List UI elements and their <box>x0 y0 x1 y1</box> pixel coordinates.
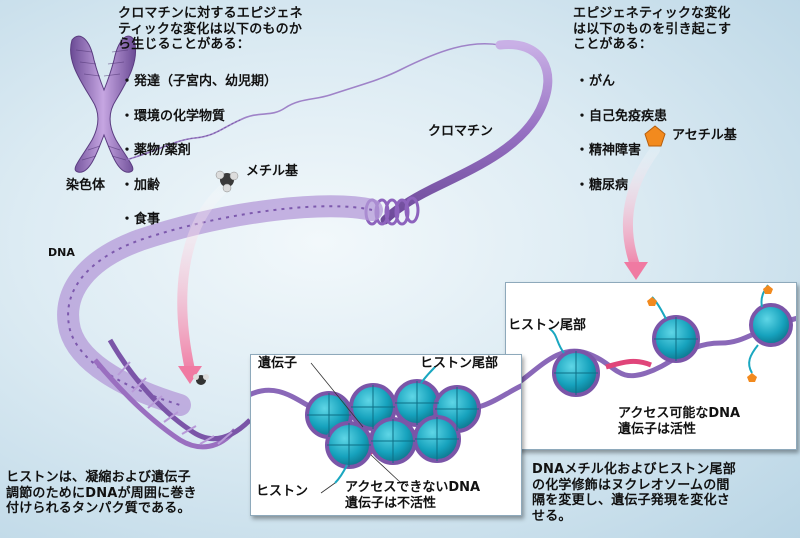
methyl-on-dna-icon <box>193 374 209 385</box>
causes-list: ・発達（子宮内、幼児期） ・環境の化学物質 ・薬物/薬剤 ・加齢 ・食事 <box>120 55 277 247</box>
inaccessible-gene-label: アクセスできないDNA 遺伝子は不活性 <box>345 480 481 511</box>
gene-label: 遺伝子 <box>258 356 298 371</box>
causes-item: ・食事 <box>120 212 161 227</box>
effects-item: ・自己免疫疾患 <box>575 108 668 124</box>
histone-tail-label-left: ヒストン尾部 <box>420 356 499 371</box>
inaccessible-panel <box>247 354 525 516</box>
chromosome-graphic <box>70 35 137 173</box>
acetyl-group-icon <box>644 125 666 147</box>
dna-double-helix <box>93 338 252 450</box>
modification-note: DNAメチル化およびヒストン尾部 の化学修飾はヌクレオソームの間 隔を変更し、遺… <box>532 462 736 524</box>
methyl-group-label: メチル基 <box>246 164 299 179</box>
chromosome-label: 染色体 <box>66 178 106 193</box>
nucleosome-cluster <box>305 379 481 469</box>
chromatin-fiber <box>380 39 553 225</box>
accessible-panel-art <box>502 284 799 397</box>
inaccessible-panel-art <box>247 362 525 494</box>
effects-item: ・がん <box>575 74 616 89</box>
histone-tail-label-right: ヒストン尾部 <box>508 318 587 333</box>
methyl-arrow <box>177 185 227 375</box>
histone-octamer <box>552 303 793 397</box>
effects-list: ・がん ・自己免疫疾患 ・精神障害 ・糖尿病 <box>575 55 667 212</box>
causes-item: ・環境の化学物質 <box>120 108 226 124</box>
dna-label: DNA <box>48 246 75 259</box>
histone-label: ヒストン <box>256 484 309 499</box>
acetyl-arrow <box>623 145 660 273</box>
causes-heading: クロマチンに対するエピジェネ ティックな変化は以下のものか ら生じることがある： <box>118 6 303 52</box>
acetyl-group-label: アセチル基 <box>672 128 737 143</box>
histone-tails-inactive <box>334 366 436 484</box>
effects-heading: エピジェネティックな変化 は以下のものを引き起こす ことがある： <box>573 6 732 52</box>
causes-item: ・加齢 <box>120 177 161 193</box>
accessible-gene-label: アクセス可能なDNA 遺伝子は活性 <box>618 406 741 437</box>
causes-item: ・薬物/薬剤 <box>120 143 191 158</box>
leader-lines <box>310 362 402 494</box>
accessible-panel <box>502 282 799 450</box>
acetyl-markers <box>647 285 773 382</box>
effects-item: ・糖尿病 <box>575 177 629 193</box>
chromatin-label: クロマチン <box>428 124 494 139</box>
methyl-group-icon <box>215 170 239 193</box>
causes-item: ・発達（子宮内、幼児期） <box>120 74 278 89</box>
effects-item: ・精神障害 <box>575 143 642 158</box>
histone-note: ヒストンは、凝縮および遺伝子 調節のためにDNAが周囲に巻き 付けられるタンパク… <box>6 470 197 516</box>
